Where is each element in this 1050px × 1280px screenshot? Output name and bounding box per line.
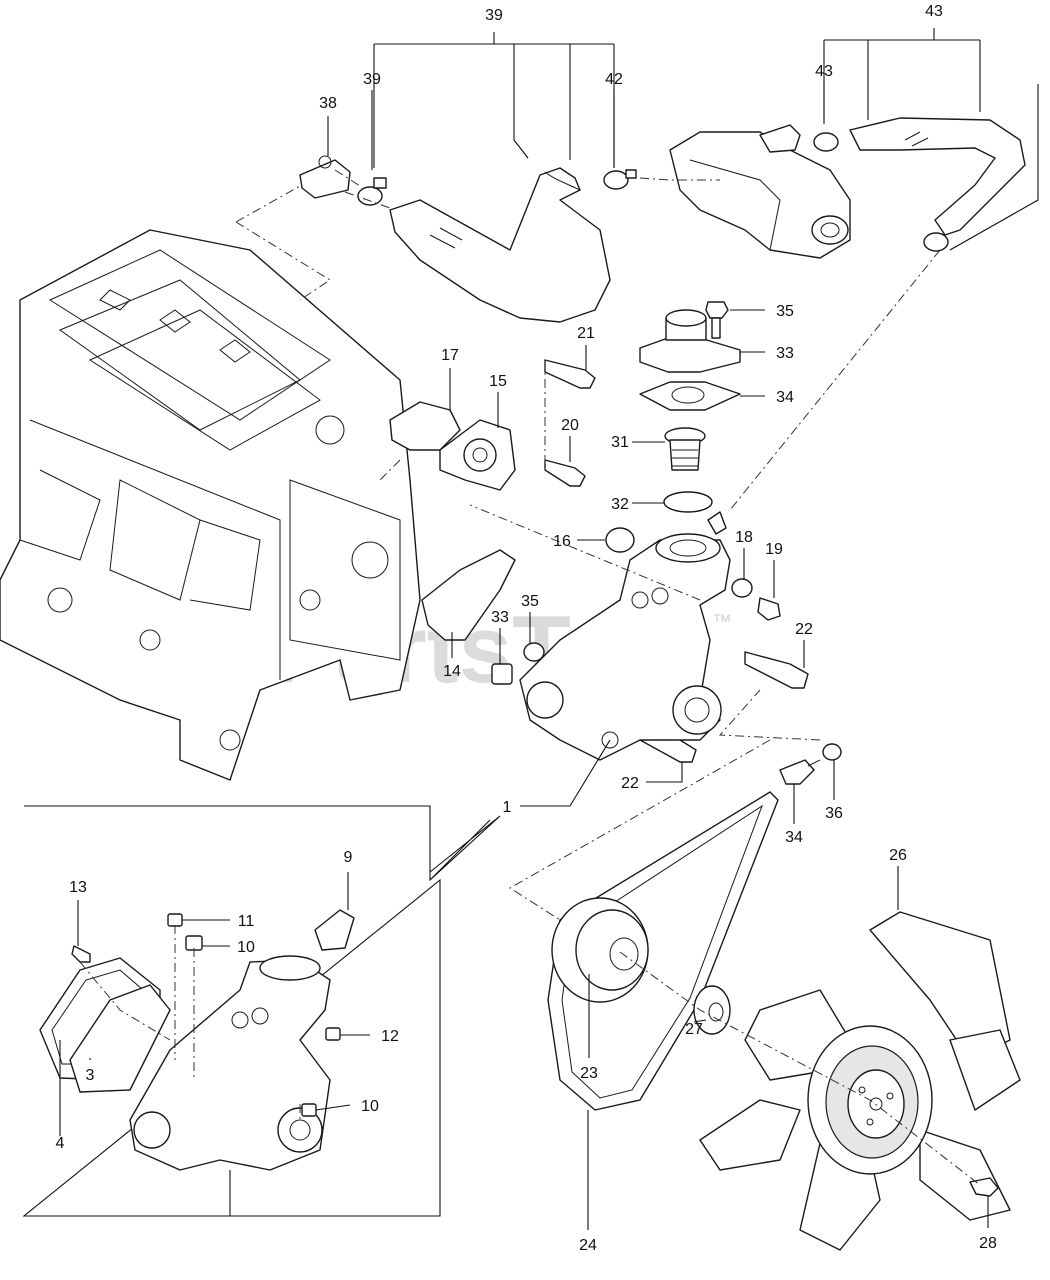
cooling-fan-25 <box>699 911 1021 1251</box>
bolt-20 <box>544 459 586 487</box>
callout-labels: 39 39 42 38 43 43 35 33 34 31 32 16 21 2… <box>56 3 997 1254</box>
hose-clamp-39-right <box>603 169 637 190</box>
callout-9: 9 <box>344 849 353 866</box>
callout-22-upper: 22 <box>795 621 813 638</box>
callout-19: 19 <box>765 541 783 558</box>
callout-30: 33 <box>776 345 794 362</box>
callout-17: 17 <box>441 347 459 364</box>
washer-18 <box>731 578 753 598</box>
bolt-22-upper <box>744 651 809 689</box>
callout-42: 43 <box>925 3 943 20</box>
watermark-trademark: ™ <box>712 611 732 633</box>
gasket-31 <box>639 381 741 411</box>
callout-31: 34 <box>776 389 794 406</box>
callout-16: 16 <box>553 533 571 550</box>
callout-36: 36 <box>825 805 843 822</box>
callout-23: 23 <box>580 1065 598 1082</box>
gasket-14 <box>421 549 516 641</box>
callout-24: 24 <box>579 1237 597 1254</box>
callout-12: 12 <box>381 1028 399 1045</box>
hose-clamp-43-left <box>813 132 839 152</box>
callout-14: 14 <box>443 663 461 680</box>
washer-35 <box>523 642 545 662</box>
callout-4: 4 <box>56 1135 65 1152</box>
v-belt-24 <box>547 791 779 1111</box>
hose-clamp-43-right <box>923 232 949 252</box>
thermostat-28 <box>664 427 706 471</box>
bolt-32 <box>705 301 729 339</box>
callout-34: 34 <box>785 829 803 846</box>
callout-29: 32 <box>611 496 629 513</box>
plug-33 <box>491 663 513 685</box>
callout-11: 11 <box>238 913 255 930</box>
engine-block <box>0 229 421 781</box>
callout-38: 39 <box>485 7 503 24</box>
coolant-hose-42 <box>849 117 1026 236</box>
hose-clamp-39-left <box>357 177 387 206</box>
callout-26: 27 <box>685 1021 703 1038</box>
callout-10-upper: 10 <box>237 939 255 956</box>
washer-36 <box>822 743 842 761</box>
callout-1: 1 <box>503 799 512 816</box>
callout-22-lower: 22 <box>621 775 639 792</box>
callout-39-left: 39 <box>363 71 381 88</box>
callout-10-lower: 10 <box>361 1098 379 1115</box>
callout-39-right: 42 <box>605 71 623 88</box>
callout-35: 35 <box>521 593 539 610</box>
thermostat-cover-30 <box>639 309 741 373</box>
o-ring-29 <box>663 491 713 513</box>
thermostat-housing-assembly <box>519 511 731 761</box>
callout-43-left: 43 <box>815 63 833 80</box>
bolt-21 <box>544 359 596 389</box>
pulley-23 <box>551 897 649 1003</box>
callout-28: 31 <box>611 434 629 451</box>
callout-32: 35 <box>776 303 794 320</box>
assembly-centerlines <box>79 169 981 1186</box>
connector-37 <box>299 155 351 199</box>
callout-21: 21 <box>577 325 595 342</box>
bolt-19 <box>757 597 781 621</box>
spacer-26 <box>693 985 731 1035</box>
callout-25: 26 <box>889 847 907 864</box>
gasket-17 <box>389 401 461 451</box>
detail-inset <box>22 805 501 1217</box>
callout-37: 38 <box>319 95 337 112</box>
callout-33: 33 <box>491 609 509 626</box>
callout-13: 13 <box>69 879 87 896</box>
callout-20: 20 <box>561 417 579 434</box>
sensor-34 <box>779 759 821 785</box>
water-pump-15 <box>439 419 516 491</box>
coolant-hose-38 <box>389 167 611 323</box>
callout-18: 18 <box>735 529 753 546</box>
leader-lines <box>59 28 1039 1230</box>
callout-27: 28 <box>979 1235 997 1252</box>
callout-15: 15 <box>489 373 507 390</box>
o-ring-16 <box>605 527 635 553</box>
egr-cooler <box>669 124 851 259</box>
callout-3: 3 <box>86 1067 95 1084</box>
